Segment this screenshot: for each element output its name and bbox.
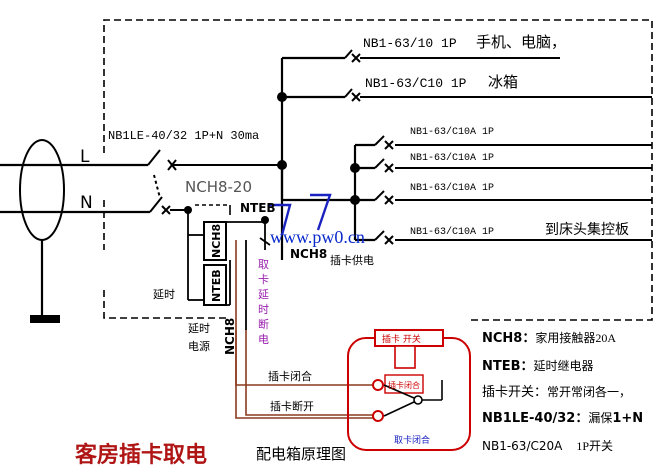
branch-load-label: 冰箱: [488, 74, 518, 91]
legend-item: NB1LE-40/32：漏保1+N: [482, 411, 643, 426]
branch-switches: [344, 49, 652, 245]
branch-breaker-label: NB1-63/C10A 1P: [410, 152, 494, 164]
branch-breaker-label: NB1-63/C10A 1P: [410, 182, 494, 194]
label-card-pull-close: 取卡闭合: [394, 434, 430, 446]
card-switch-box: [347, 329, 471, 451]
label-contactor: NCH8-20: [185, 178, 252, 196]
branch-breaker-label: NB1-63/C10A 1P: [410, 126, 494, 138]
label-delay-off: 取卡延时断电: [258, 258, 269, 346]
branch-breaker-label: NB1-63/C10A 1P: [410, 226, 494, 238]
label-nteb-top: NTEB: [240, 201, 276, 215]
branch-breaker-label: NB1-63/C10 1P: [365, 76, 467, 91]
main-bus: [280, 56, 375, 260]
earth-symbol: [30, 315, 60, 323]
control-wiring-brown: [235, 240, 375, 419]
label-card-switch: 插卡 开关: [382, 333, 421, 345]
watermark-graphic: [268, 193, 332, 236]
branch-labels: NB1-63/10 1P 手机、电脑， NB1-63/C10 1P 冰箱 NB1-63/…: [363, 34, 629, 238]
label-N: N: [80, 193, 93, 213]
label-delay: 延时: [153, 288, 175, 301]
label-delay-power: 延时 电源: [188, 322, 214, 353]
label-nch8-near: NCH8: [290, 247, 327, 261]
label-L: L: [80, 147, 90, 167]
enclosure-border: [103, 19, 653, 321]
label-box-nch8: NCH8: [210, 224, 223, 258]
label-box-nteb: NTEB: [210, 269, 223, 302]
branch-load-label: 到床头集控板: [545, 221, 629, 238]
legend-item: NCH8：家用接触器20A: [482, 330, 616, 346]
label-main-breaker: NB1LE-40/32 1P+N 30ma: [108, 129, 259, 143]
label-card-supply: 插卡供电: [330, 253, 374, 267]
label-card-close: 插卡闭合: [268, 369, 312, 383]
legend-item: NTEB：延时继电器: [482, 359, 594, 374]
label-card-open: 插卡断开: [270, 399, 314, 413]
legend-item: 插卡开关：常开常闭各一，: [482, 384, 631, 400]
branch-breaker-label: NB1-63/10 1P: [363, 36, 457, 51]
supply-wires: [0, 139, 150, 315]
label-vert-nch8: NCH8: [223, 318, 237, 355]
nch8-box: [203, 221, 227, 261]
nteb-box: [203, 264, 227, 306]
branch-load-label: 手机、电脑，: [476, 34, 566, 51]
label-card-closed-contact: 插卡闭合: [388, 380, 420, 390]
contactor-link: [195, 204, 231, 215]
watermark-text: www.pw0.cn: [270, 227, 365, 247]
diagram-title-sub: 配电箱原理图: [256, 446, 346, 463]
junction-dots: [184, 92, 360, 224]
diagram-title-main: 客房插卡取电: [75, 442, 207, 467]
